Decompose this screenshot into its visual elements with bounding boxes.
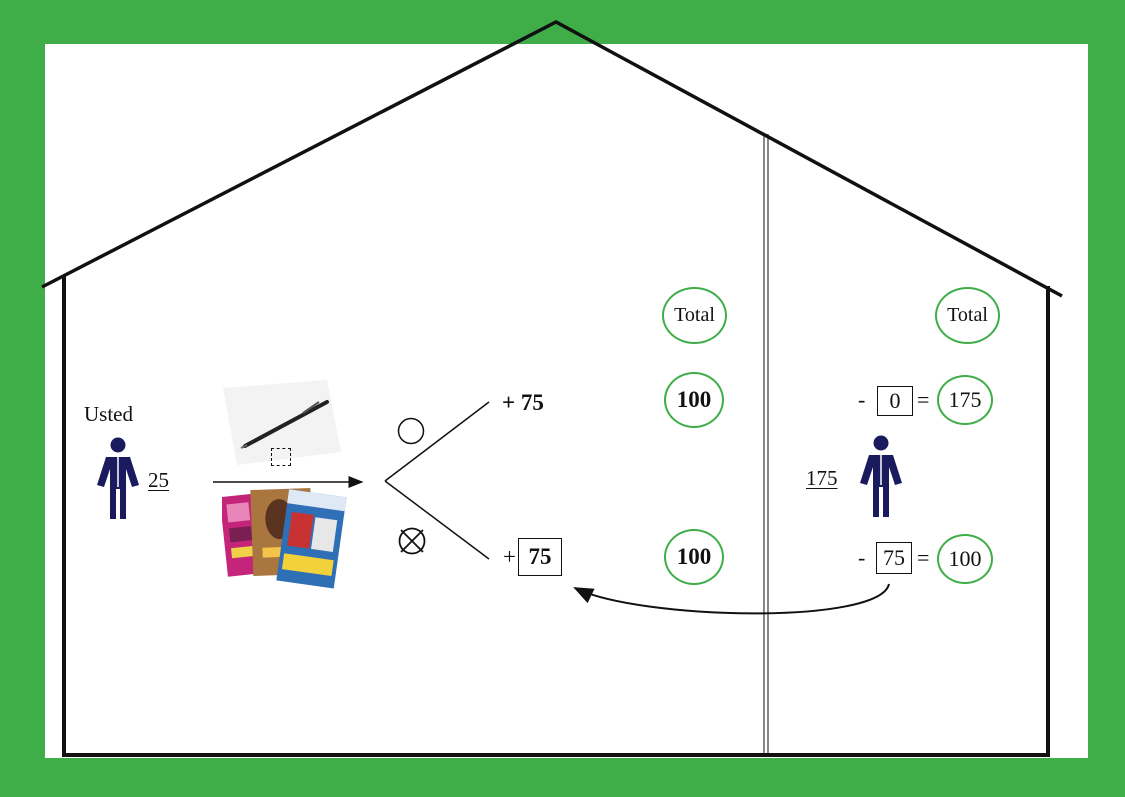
right-lower-minus: - (858, 545, 866, 570)
person-icon (860, 435, 902, 517)
pen-icon (223, 380, 341, 465)
branch-up (384, 401, 490, 482)
person-amount: 25 (148, 468, 169, 492)
return-arrow (573, 583, 890, 615)
person-icon (97, 437, 139, 519)
circle-x-icon (398, 527, 426, 555)
roof-line (41, 20, 1063, 298)
magazines-icon (222, 487, 347, 589)
person-label: Usted (84, 402, 133, 426)
lower-value-box: 75 (518, 538, 562, 576)
right-lower-equals: = (917, 545, 930, 570)
middle-total-header: Total (662, 287, 727, 344)
branch-down (384, 480, 490, 560)
middle-lower-total: 100 (664, 529, 724, 585)
right-upper-result: 175 (937, 375, 993, 425)
lower-plus: + (503, 544, 516, 569)
empty-circle-icon (397, 417, 425, 445)
right-total-header: Total (935, 287, 1000, 344)
white-panel (45, 44, 1088, 758)
right-lower-box: 75 (876, 542, 912, 574)
right-upper-box: 0 (877, 386, 913, 416)
right-lower-box-value: 75 (883, 545, 905, 570)
dashed-placeholder-box (271, 448, 291, 466)
right-lower-result: 100 (937, 534, 993, 584)
right-upper-box-value: 0 (889, 388, 901, 413)
middle-upper-total: 100 (664, 372, 724, 428)
right-upper-equals: = (917, 387, 930, 412)
right-person-amount: 175 (806, 466, 838, 490)
right-upper-minus: - (858, 387, 866, 412)
upper-value: + 75 (502, 390, 544, 415)
lower-value: 75 (528, 544, 552, 569)
